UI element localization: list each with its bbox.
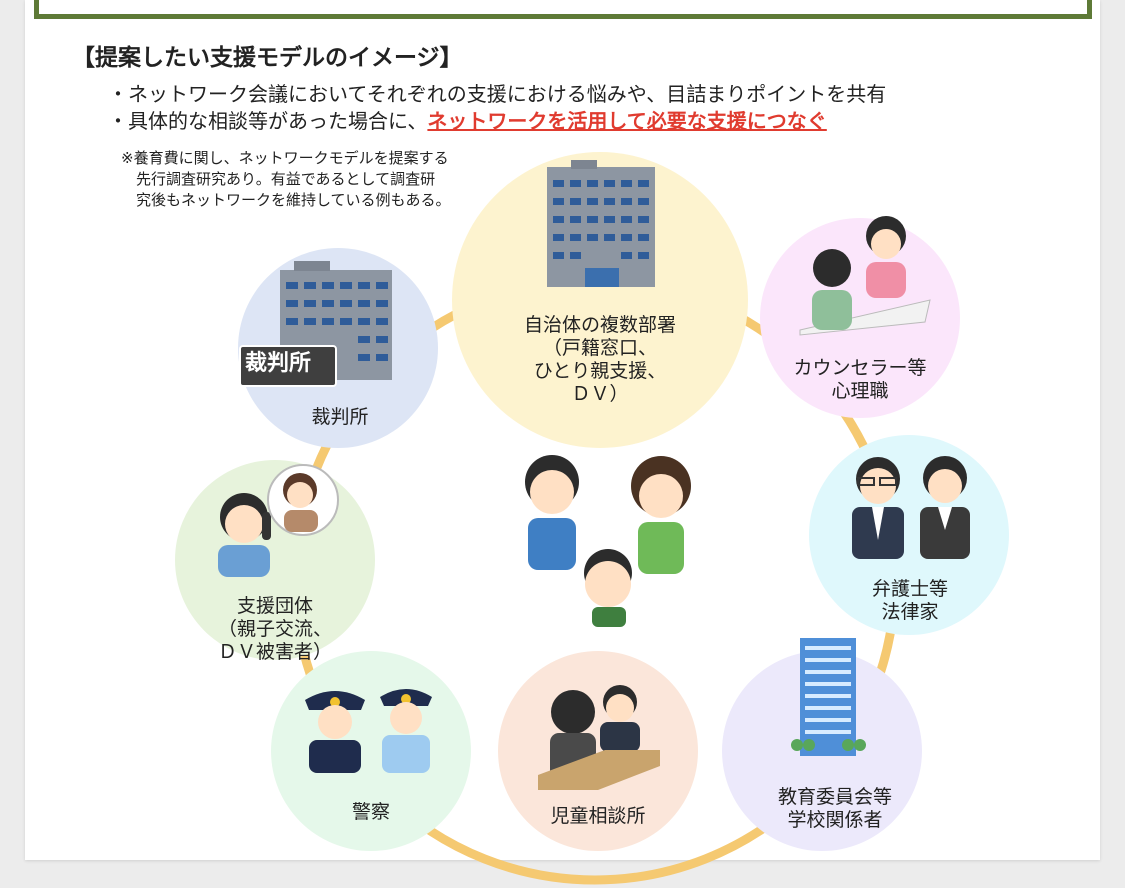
lawyer-label: 弁護士等 法律家 [871,578,948,623]
municipality-label: 自治体の複数部署 （戸籍窓口、 ひとり親支援、 ＤＶ） [523,314,676,405]
bullet-2: ・具体的な相談等があった場合に、ネットワークを活用して必要な支援につなぐ [108,108,886,135]
office-building-icon [547,160,655,287]
bullet-2-highlight: ネットワークを活用して必要な支援につなぐ [427,109,827,133]
court-sign: 裁判所 [245,351,312,376]
court-building-icon [239,261,392,387]
bullet-2-prefix: ・具体的な相談等があった場合に、 [108,109,428,133]
bullet-1: ・ネットワーク会議においてそれぞれの支援における悩みや、目詰まりポイントを共有 [108,82,887,106]
research-note: ※養育費に関し、ネットワークモデルを提案する 先行調査研究あり。有益であるとして… [121,149,451,209]
court-label: 裁判所 [311,406,369,428]
support-group-label: 支援団体 （親子交流、 ＤＶ被害者） [217,595,332,663]
police-officers-icon [305,689,432,773]
top-green-frame [34,0,1092,19]
bullet-list: ・ネットワーク会議においてそれぞれの支援における悩みや、目詰まりポイントを共有 … [108,81,886,135]
section-title: 【提案したい支援モデルのイメージ】 [72,45,463,71]
child-center-label: 児童相談所 [550,805,646,827]
police-label: 警察 [351,801,390,823]
counselor-label: カウンセラー等 心理職 [793,357,927,402]
child-center-node [498,651,698,851]
counseling-scene-icon [799,216,931,336]
education-label: 教育委員会等 学校関係者 [777,786,892,831]
family-icon [525,455,691,627]
child-consultation-icon [538,685,660,790]
municipality-node [452,152,748,448]
lawyers-icon [852,456,970,559]
phone-consultation-icon [218,464,339,577]
school-board-building-icon [791,638,866,756]
